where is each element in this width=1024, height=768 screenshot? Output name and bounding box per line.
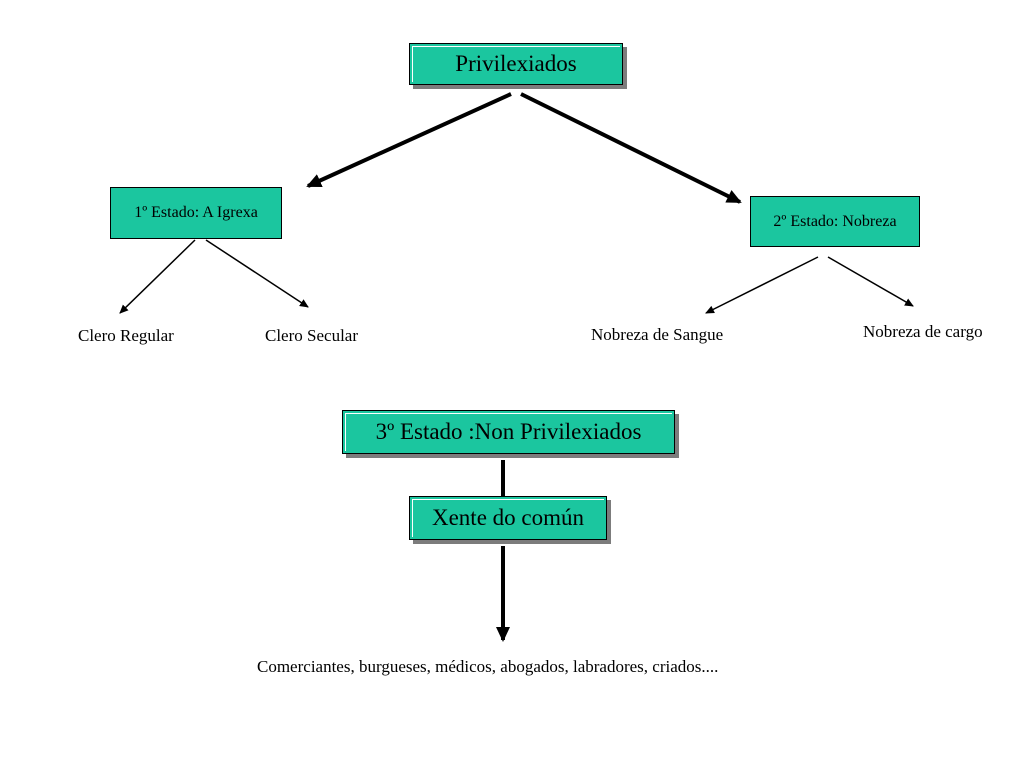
third-estate-box: 3º Estado :Non Privilexiados [342, 410, 675, 454]
arrow-first-estate-to-regular-clergy [119, 239, 196, 314]
secular-clergy-label: Clero Secular [265, 326, 358, 345]
first-estate-box: 1º Estado: A Igrexa [110, 187, 282, 239]
common-people-box: Xente do común [409, 496, 607, 540]
regular-clergy-label: Clero Regular [78, 326, 174, 345]
blood-nobility-label: Nobreza de Sangue [591, 325, 724, 344]
office-nobility-label: Nobreza de cargo [863, 322, 983, 341]
common-people-label: Xente do común [431, 505, 584, 530]
arrow-privileged-to-first-estate [306, 92, 512, 188]
arrow-first-estate-to-secular-clergy [205, 239, 309, 308]
second-estate-box: 2º Estado: Nobreza [750, 196, 920, 247]
arrow-second-estate-to-blood-nobility [705, 256, 819, 314]
arrow-second-estate-to-office-nobility [827, 256, 914, 307]
first-estate-label: 1º Estado: A Igrexa [134, 204, 258, 221]
privileged-label: Privilexiados [455, 51, 577, 76]
third-estate-label: 3º Estado :Non Privilexiados [375, 419, 642, 444]
second-estate-label: 2º Estado: Nobreza [773, 212, 897, 230]
common-people-list: Comerciantes, burgueses, médicos, abogad… [257, 657, 719, 676]
arrow-privileged-to-second-estate [520, 92, 742, 204]
privileged-box: Privilexiados [409, 43, 623, 85]
